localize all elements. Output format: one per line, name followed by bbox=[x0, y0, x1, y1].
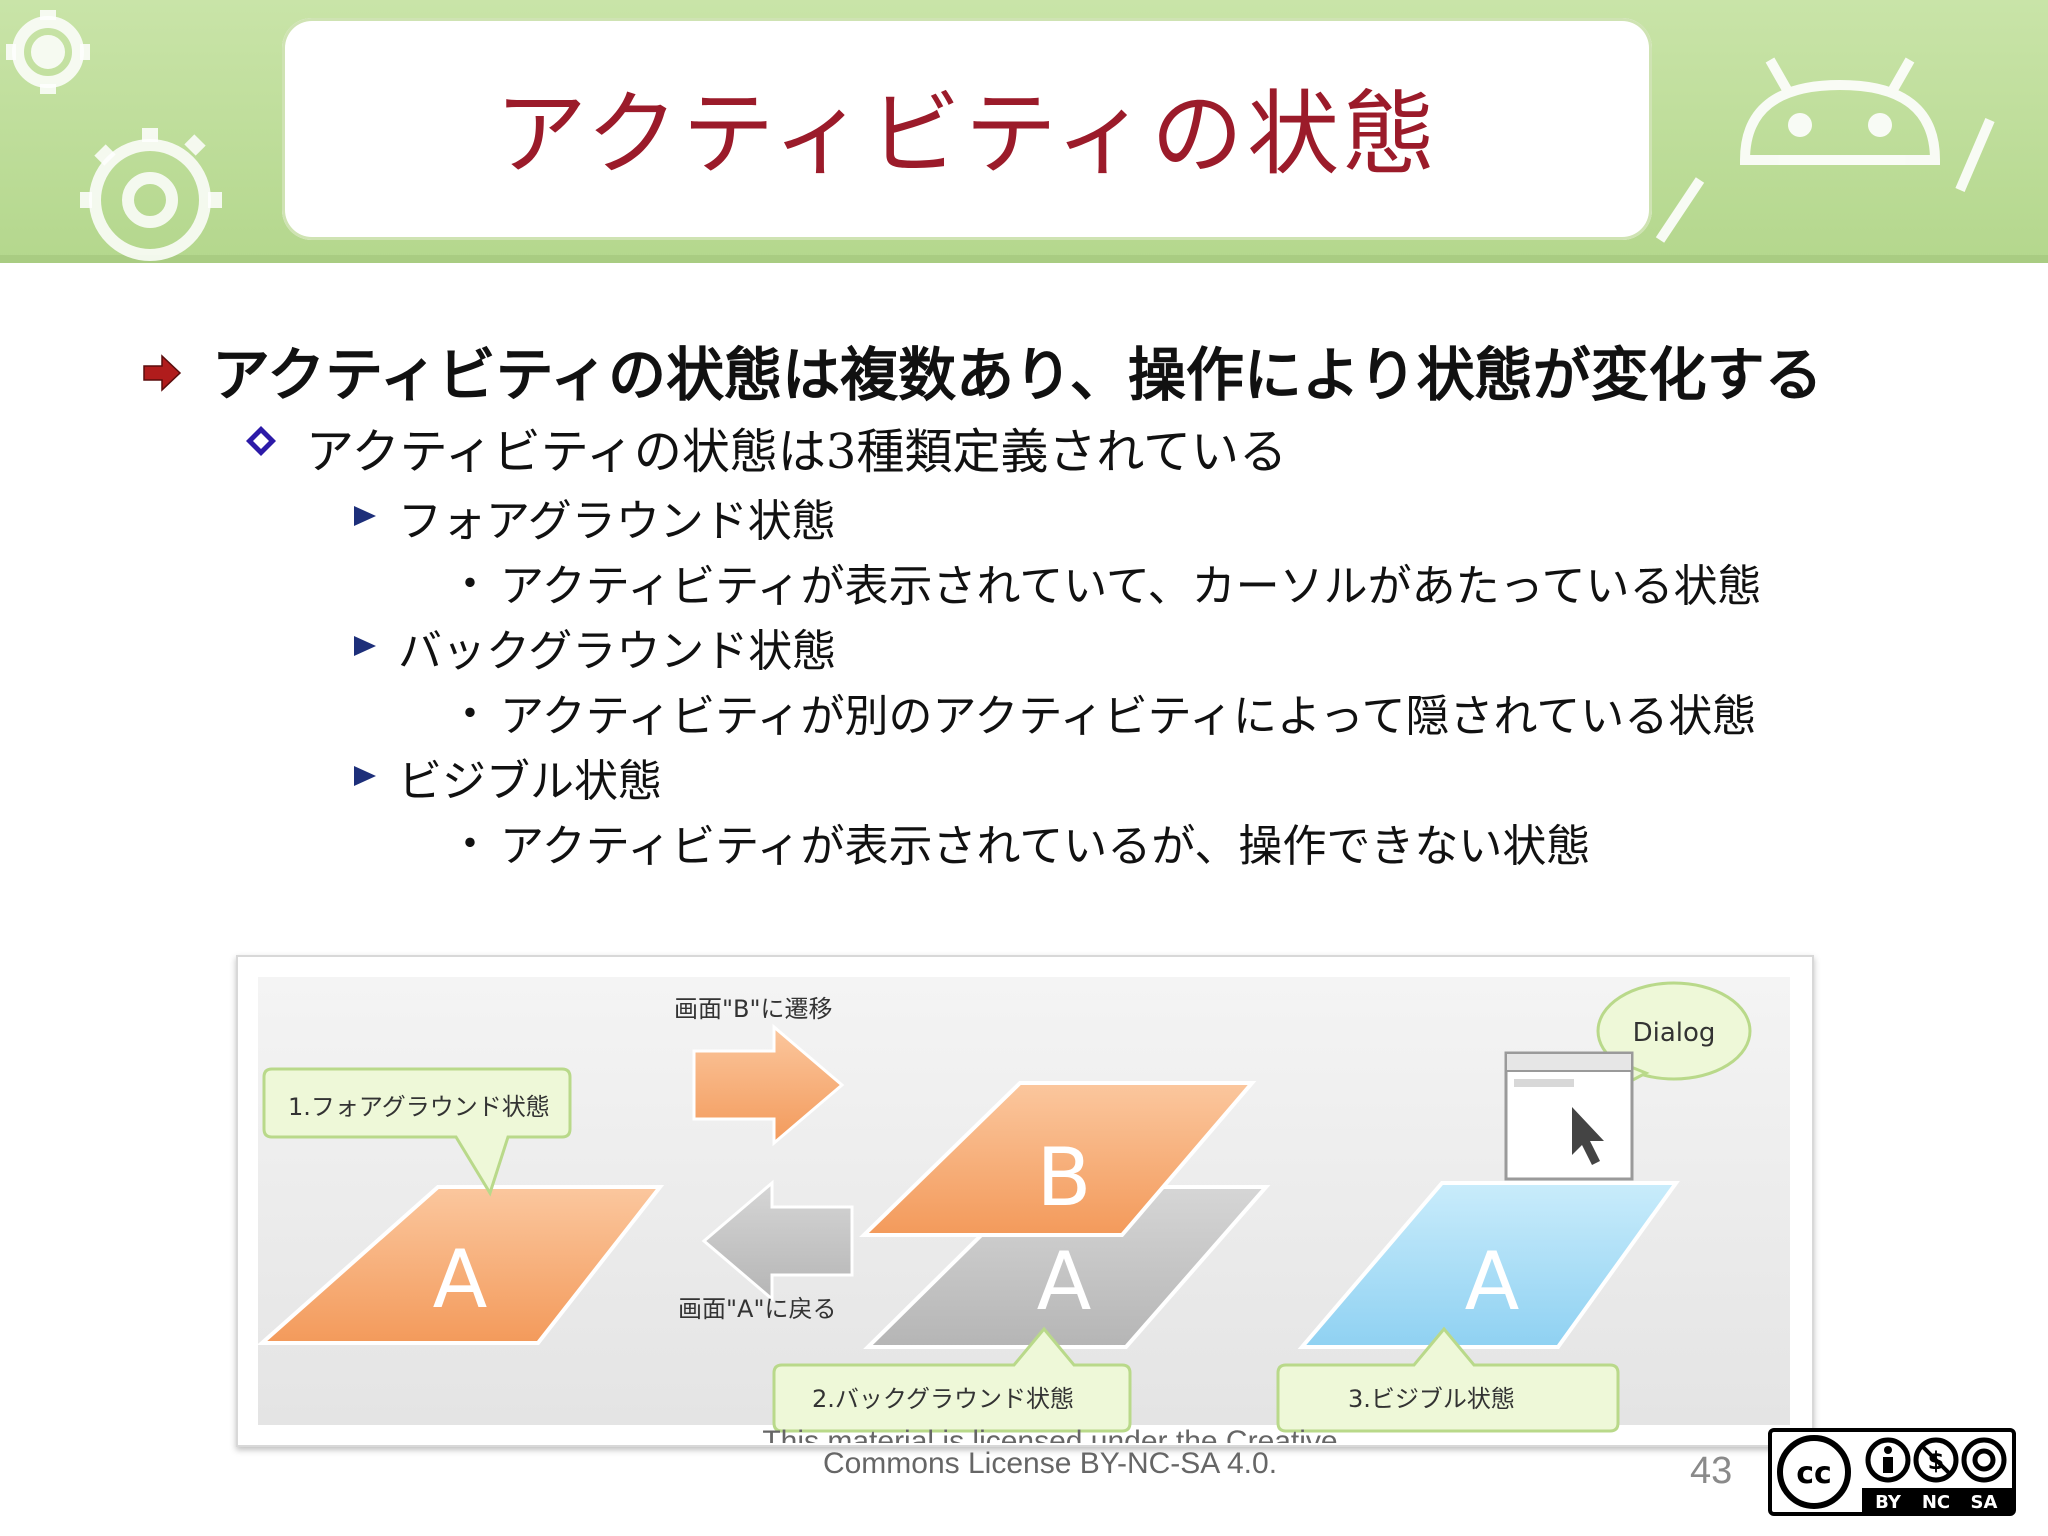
state-detail-foreground: アクティビティが表示されていて、カーソルがあたっている状態 bbox=[500, 561, 1762, 612]
state-label-background: バックグラウンド状態 bbox=[398, 626, 837, 677]
triangle-bullet-icon bbox=[354, 636, 376, 656]
callout-foreground: 1.フォアグラウンド状態 bbox=[262, 1067, 572, 1197]
dialog-window bbox=[1504, 1051, 1634, 1181]
dialog-label: Dialog bbox=[1633, 1018, 1716, 1048]
transition-label-to-b: 画面"B"に遷移 bbox=[674, 995, 833, 1023]
screen-a-foreground: A bbox=[256, 1185, 665, 1345]
cc-label-nc: NC bbox=[1922, 1492, 1950, 1513]
triangle-bullet-icon bbox=[354, 766, 376, 786]
arrow-to-screen-b: 画面"B"に遷移 bbox=[674, 995, 845, 1147]
state-detail-background: アクティビティが別のアクティビティによって隠されている状態 bbox=[500, 691, 1757, 742]
callout-background: 2.バックグラウンド状態 bbox=[772, 1326, 1132, 1433]
license-notice: This material is licensed under the Crea… bbox=[700, 1425, 1400, 1485]
state-label-foreground: フォアグラウンド状態 bbox=[398, 496, 836, 547]
diamond-bullet-icon bbox=[246, 426, 276, 456]
screen-a-letter: A bbox=[433, 1233, 488, 1326]
screen-a-letter: A bbox=[1037, 1235, 1092, 1328]
screen-b-foreground: B bbox=[859, 1081, 1257, 1237]
page-number: 43 bbox=[1690, 1450, 1733, 1492]
dialog-bubble: Dialog bbox=[1596, 981, 1752, 1097]
license-line-1: This material is licensed under the Crea… bbox=[762, 1425, 1338, 1443]
cc-label-sa: SA bbox=[1971, 1492, 1998, 1513]
activity-state-diagram: A 1.フォアグラウンド状態 画面"B"に遷移 画面"A"に戻る A B bbox=[236, 955, 1814, 1447]
android-robot-icon bbox=[1655, 57, 1995, 243]
bullet-level1: アクティビティの状態は複数あり、操作により状態が変化する bbox=[212, 341, 1823, 409]
detail-bullet: ・ bbox=[448, 559, 492, 610]
svg-text:cc: cc bbox=[1796, 1456, 1832, 1491]
callout-visible-label: 3.ビジブル状態 bbox=[1348, 1385, 1515, 1413]
bullet-level2: アクティビティの状態は3種類定義されている bbox=[306, 424, 1287, 480]
screen-a-letter: A bbox=[1465, 1235, 1520, 1328]
callout-visible: 3.ビジブル状態 bbox=[1276, 1326, 1620, 1433]
triangle-bullet-icon bbox=[354, 506, 376, 526]
diagram-canvas: A 1.フォアグラウンド状態 画面"B"に遷移 画面"A"に戻る A B bbox=[256, 977, 1790, 1433]
transition-label-to-a: 画面"A"に戻る bbox=[678, 1295, 837, 1323]
state-label-visible: ビジブル状態 bbox=[398, 756, 662, 807]
license-line-2: Commons License BY-NC-SA 4.0. bbox=[822, 1447, 1278, 1480]
detail-bullet: ・ bbox=[448, 819, 492, 870]
red-arrow-bullet-icon bbox=[143, 354, 182, 392]
screen-a-visible: A bbox=[1297, 1181, 1680, 1349]
state-detail-visible: アクティビティが表示されているが、操作できない状態 bbox=[500, 821, 1591, 872]
detail-bullet: ・ bbox=[448, 689, 492, 740]
cursor-icon bbox=[1572, 1107, 1604, 1165]
screen-a-background: A bbox=[863, 1185, 1271, 1349]
cc-label-by: BY bbox=[1875, 1492, 1902, 1513]
arrow-back-to-screen-a: 画面"A"に戻る bbox=[678, 1179, 854, 1323]
screen-b-letter: B bbox=[1037, 1131, 1092, 1224]
slide-title: アクティビティの状態 bbox=[494, 81, 1440, 188]
header-banner: アクティビティの状態 bbox=[0, 0, 2048, 270]
callout-foreground-label: 1.フォアグラウンド状態 bbox=[288, 1093, 550, 1121]
callout-background-label: 2.バックグラウンド状態 bbox=[812, 1385, 1074, 1413]
gear-icon bbox=[12, 16, 211, 261]
title-panel bbox=[282, 18, 1652, 240]
creative-commons-icon: cc $ BY NC SA bbox=[1768, 1428, 2016, 1516]
